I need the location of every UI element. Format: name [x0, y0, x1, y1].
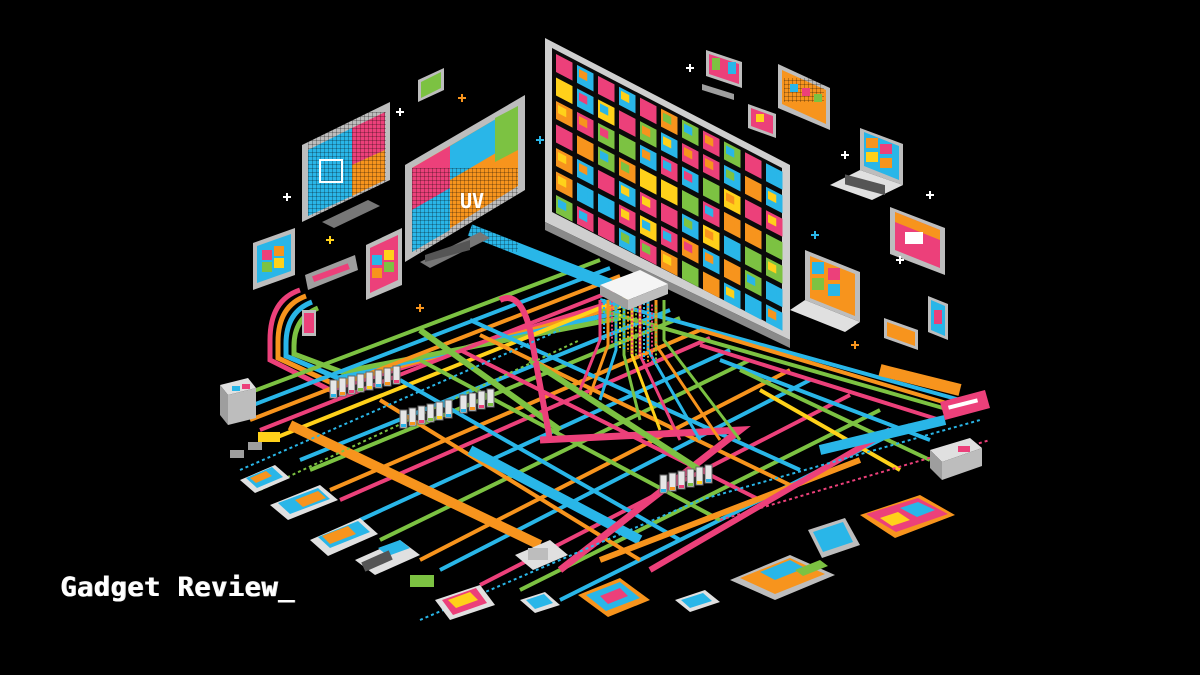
large-monitor: [545, 38, 790, 348]
left-devices: [220, 378, 720, 620]
desktop-monitor: UV: [405, 95, 525, 268]
floating-screens-top: [702, 50, 830, 138]
floating-screens-left: [253, 68, 444, 336]
sparkles: [283, 64, 934, 349]
patch-connectors: [329, 270, 713, 494]
gadget-review-watermark: Gadget Review_: [60, 572, 295, 603]
right-devices: [730, 128, 990, 600]
small-monitor: [302, 102, 390, 228]
monitor-glyph: UV: [460, 189, 484, 213]
